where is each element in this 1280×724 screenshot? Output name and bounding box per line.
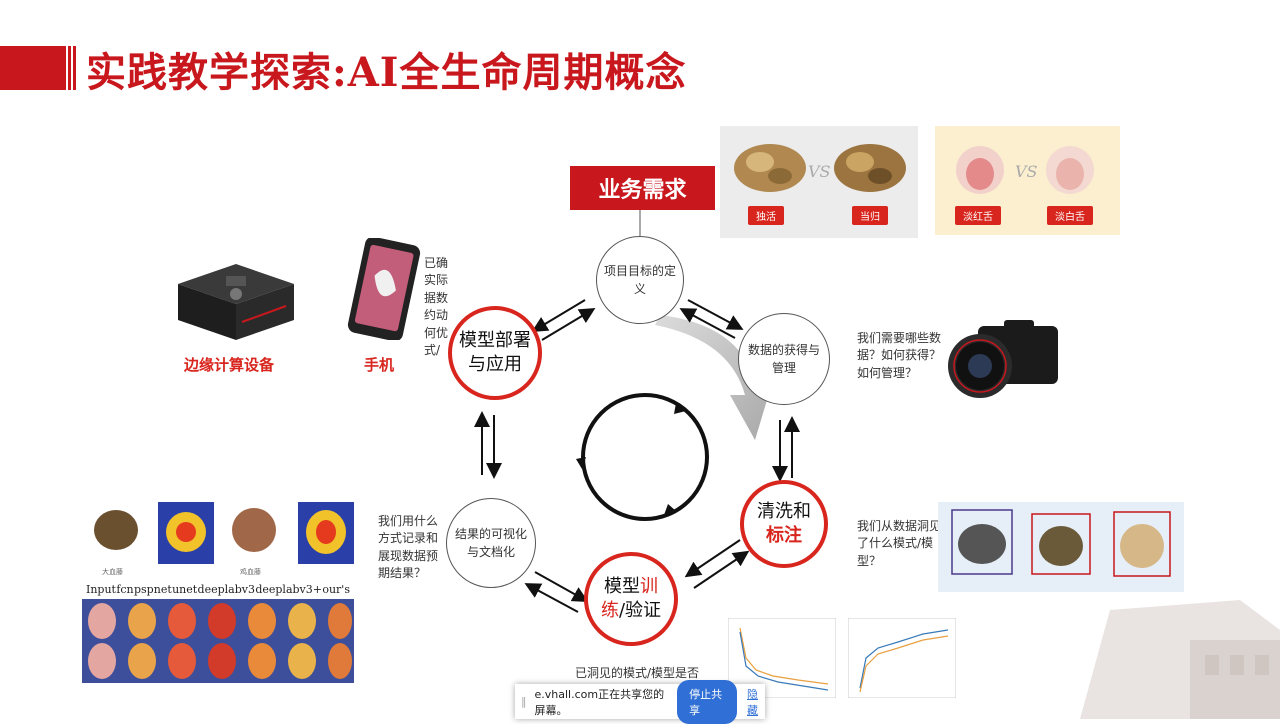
note-data-questions: 我们需要哪些数据？如何获得？如何管理？	[857, 331, 942, 380]
note-clean-questions: 我们从数据洞见了什么模式/模型？	[857, 519, 942, 568]
method-header: Input fcn pspnet unet deeplabv3 deeplabv…	[82, 583, 354, 596]
herb-images	[734, 144, 906, 192]
title-accent-bar	[0, 46, 66, 90]
tongue-comparison-panel: VS 淡红舌 淡白舌	[935, 126, 1120, 235]
node-cleaning-label-1: 清洗和	[757, 500, 811, 522]
node-training-label-3: 练	[600, 600, 619, 621]
herb-comparison-panel: VS 独活 当归	[720, 126, 918, 238]
node-training-label-1: 模型	[604, 575, 640, 597]
drag-handle-icon[interactable]: ‖	[521, 695, 527, 708]
method-input: Input	[86, 583, 116, 596]
phone-image	[347, 238, 421, 340]
method-pspnet: pspnet	[134, 583, 172, 596]
stop-sharing-button[interactable]: 停止共享	[677, 679, 738, 724]
page-title: 实践教学探索:AI全生命周期概念	[86, 49, 687, 96]
detection-images	[951, 509, 1171, 577]
method-unet: unet	[172, 583, 198, 596]
screen-share-bar: ‖ e.vhall.com正在共享您的屏幕。 停止共享 隐藏	[515, 679, 765, 724]
phone-label: 手机	[364, 356, 395, 374]
edge-device-label: 边缘计算设备	[184, 356, 275, 374]
training-accuracy-chart-image	[848, 618, 956, 698]
detection-panel	[938, 502, 1184, 592]
note-deploy-questions: 已确实际据数约动何优式/	[424, 256, 449, 357]
node-training-label-4: /验证	[618, 600, 662, 621]
herb-tag-duhuo: 独活	[748, 206, 784, 225]
share-message: e.vhall.com正在共享您的屏幕。	[534, 687, 665, 717]
node-result-visualization: 结果的可视化与文档化	[446, 498, 536, 588]
method-deeplabv3plus: deeplabv3+	[255, 583, 322, 596]
vs-mark: VS	[1015, 162, 1038, 181]
node-data-acquisition: 数据的获得与管理	[738, 313, 830, 405]
camera-image	[948, 320, 1058, 398]
node-training-label-2: 训	[640, 575, 658, 597]
node-model-training: 模型训练/验证	[584, 552, 678, 646]
note-train-questions: 已洞见的模式/模型是否	[575, 666, 700, 680]
caption-da-xue-teng: 大血藤	[102, 568, 123, 576]
herb-tag-danggui: 当归	[852, 206, 888, 225]
hide-link[interactable]: 隐藏	[747, 687, 759, 717]
node-cleaning-labeling: 清洗和 标注	[740, 480, 828, 568]
business-requirement-box: 业务需求	[570, 166, 715, 210]
method-fcn: fcn	[116, 583, 134, 596]
edge-device-image	[178, 264, 294, 340]
title-accent-stripe	[73, 46, 76, 90]
tongue-tag-light-white: 淡白舌	[1047, 206, 1093, 225]
node-cleaning-label-2: 标注	[766, 525, 802, 546]
note-result-questions: 我们用什么方式记录和展现数据预期结果？	[378, 514, 439, 581]
node-model-deployment: 模型部署与应用	[448, 306, 542, 400]
title-accent-stripe	[68, 46, 71, 90]
caption-ji-xue-teng: 鸡血藤	[240, 568, 261, 576]
node-goal-definition: 项目目标的定义	[596, 236, 684, 324]
segmentation-images	[82, 599, 354, 683]
segmentation-panel: Input fcn pspnet unet deeplabv3 deeplabv…	[82, 583, 354, 683]
vs-mark: VS	[808, 162, 831, 181]
method-ours: our's	[322, 583, 350, 596]
building-watermark	[1080, 600, 1280, 719]
method-deeplabv3: deeplabv3	[197, 583, 255, 596]
tongue-tag-light-red: 淡红舌	[955, 206, 1001, 225]
tongue-images	[956, 146, 1094, 194]
heatmap-panel: 大血藤 鸡血藤	[82, 500, 358, 580]
heatmap-images	[94, 502, 354, 564]
node-deployment-label: 模型部署与应用	[459, 329, 531, 375]
